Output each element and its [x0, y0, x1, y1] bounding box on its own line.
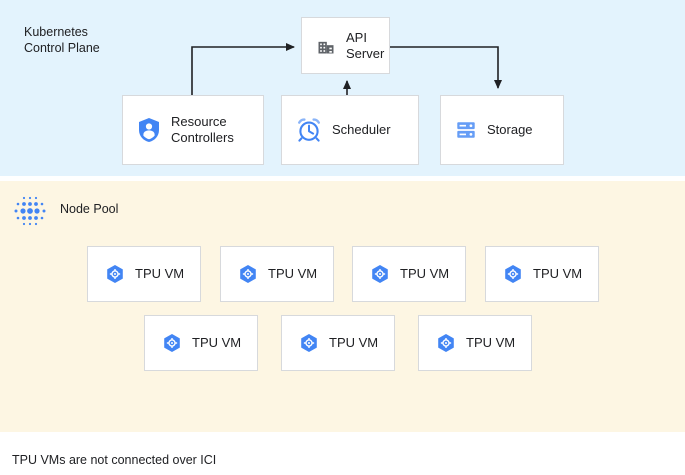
- tpu-vm-card[interactable]: TPU VM: [352, 246, 466, 302]
- node-storage[interactable]: Storage: [440, 95, 564, 165]
- node-pool-region: [0, 181, 685, 432]
- tpu-vm-card[interactable]: TPU VM: [87, 246, 201, 302]
- tpu-hex-icon: [240, 265, 256, 283]
- tpu-vm-card[interactable]: TPU VM: [281, 315, 395, 371]
- tpu-vm-card[interactable]: TPU VM: [220, 246, 334, 302]
- server-rack-icon: [457, 122, 475, 138]
- tpu-hex-icon: [505, 265, 521, 283]
- tpu-vm-card[interactable]: TPU VM: [485, 246, 599, 302]
- node-scheduler[interactable]: Scheduler: [281, 95, 419, 165]
- control-plane-title: Kubernetes Control Plane: [24, 25, 100, 55]
- tpu-vm-card[interactable]: TPU VM: [418, 315, 532, 371]
- tpu-vm-card[interactable]: TPU VM: [144, 315, 258, 371]
- office-building-icon: [318, 41, 334, 53]
- tpu-hex-icon: [301, 334, 317, 352]
- node-api-server-label: API Server: [346, 29, 385, 61]
- tpu-vm-label: TPU VM: [268, 266, 318, 281]
- alarm-clock-icon: [298, 118, 320, 142]
- node-storage-label: Storage: [487, 122, 533, 137]
- diagram-caption: TPU VMs are not connected over ICI: [12, 453, 217, 467]
- tpu-vm-label: TPU VM: [192, 335, 242, 350]
- tpu-hex-icon: [164, 334, 180, 352]
- tpu-vm-label: TPU VM: [135, 266, 185, 281]
- node-resource-controllers-label: Resource Controllers: [171, 114, 234, 145]
- node-pool-title: Node Pool: [60, 202, 119, 216]
- node-scheduler-label: Scheduler: [332, 122, 391, 137]
- tpu-vm-label: TPU VM: [329, 335, 379, 350]
- node-resource-controllers[interactable]: Resource Controllers: [122, 95, 264, 165]
- tpu-vm-label: TPU VM: [533, 266, 583, 281]
- node-api-server[interactable]: API Server: [301, 17, 390, 74]
- tpu-vm-label: TPU VM: [400, 266, 450, 281]
- tpu-vm-label: TPU VM: [466, 335, 516, 350]
- tpu-hex-icon: [438, 334, 454, 352]
- tpu-hex-icon: [372, 265, 388, 283]
- shield-person-icon: [139, 118, 159, 142]
- tpu-hex-icon: [107, 265, 123, 283]
- node-pool-dots-icon: [14, 196, 46, 226]
